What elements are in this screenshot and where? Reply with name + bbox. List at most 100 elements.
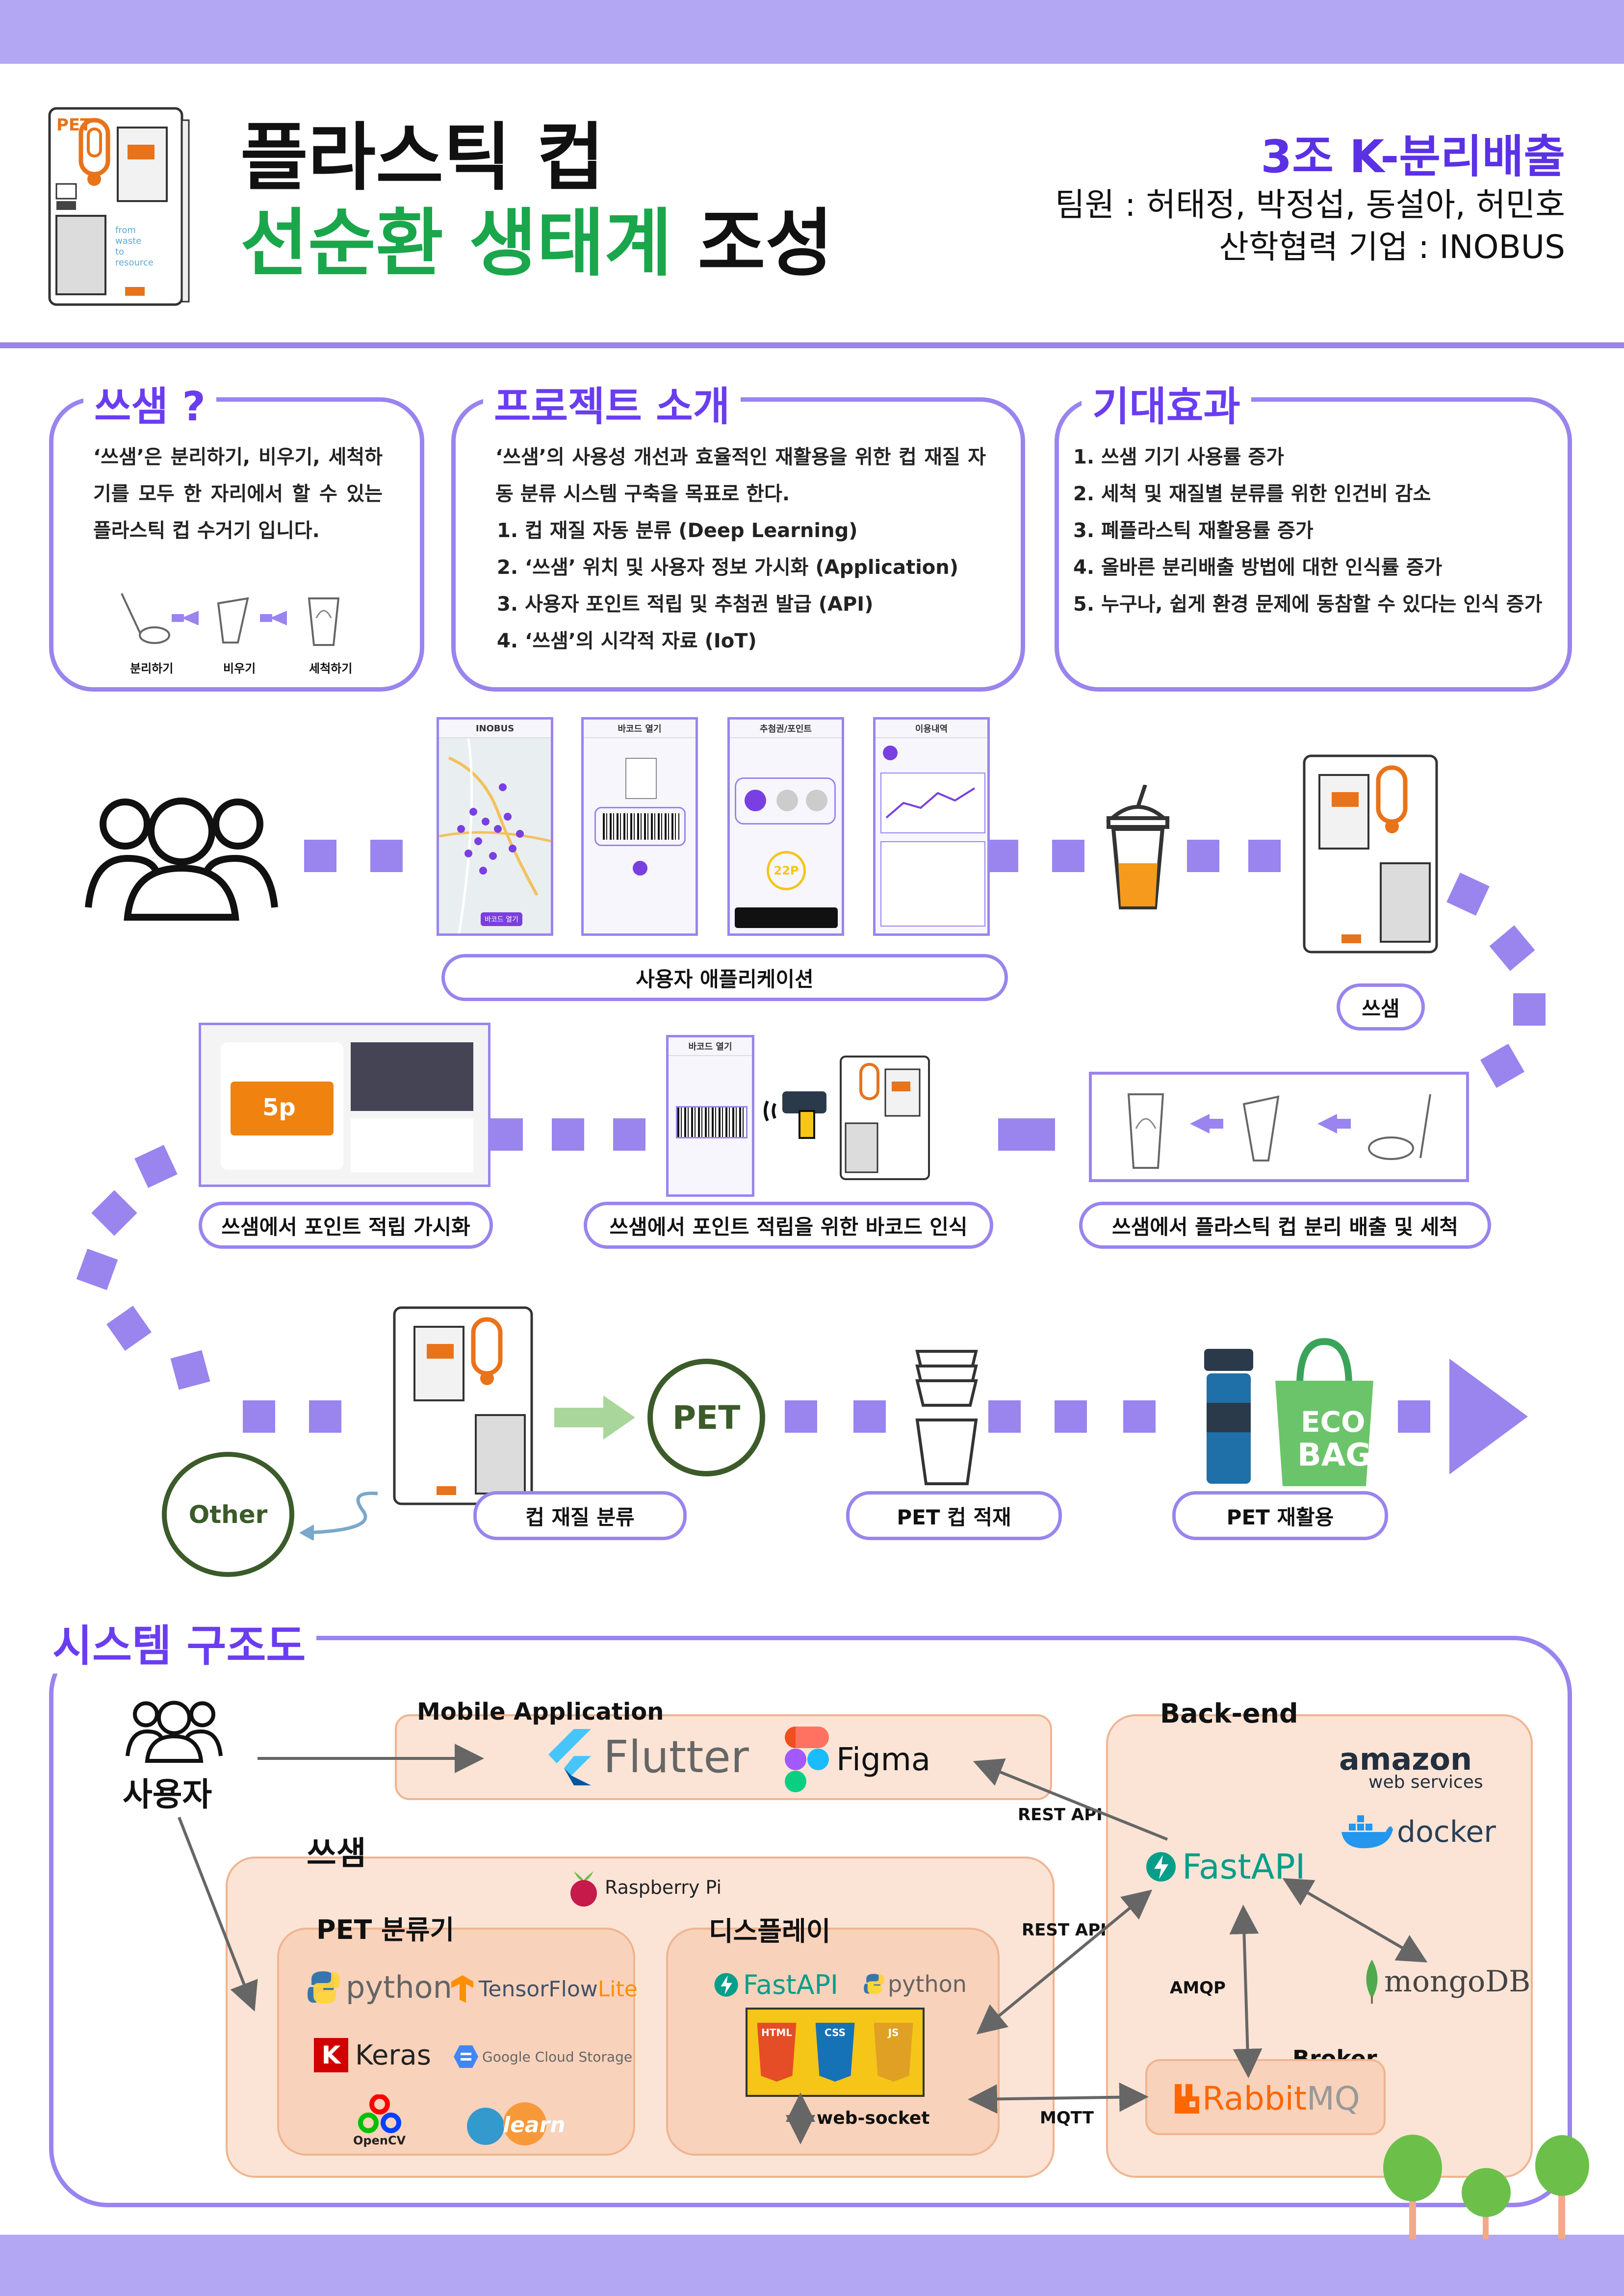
tree-icon [1533, 2134, 1592, 2241]
card-about-steps: 분리하기 비우기 세척하기 [113, 589, 368, 677]
rabbit-mq-text: MQ [1306, 2080, 1360, 2117]
phone-history-title: 이용내역 [876, 720, 987, 738]
bottom-band [0, 2235, 1624, 2296]
system-title: 시스템 구조도 [42, 1611, 317, 1674]
drink-cup-icon [1101, 784, 1175, 914]
js-icon: JS [874, 2023, 913, 2082]
path-dot [853, 1400, 886, 1433]
path-dot [613, 1118, 645, 1151]
sseusaem-machine-small [839, 1055, 932, 1184]
svg-text:resource: resource [115, 258, 154, 268]
flutter-text: Flutter [603, 1731, 749, 1783]
phone-points-value: 22P [767, 851, 806, 890]
wash-illustration [1089, 1072, 1469, 1182]
raspberry-text: Raspberry Pi [605, 1876, 722, 1898]
python-text-sorter: python [346, 1969, 452, 2005]
websocket-label: web-socket [817, 2108, 930, 2128]
phone-barcode [594, 807, 686, 846]
keras-icon: K [314, 2038, 348, 2072]
card-effects-body: 쓰샘 기기 사용률 증가 세척 및 재질별 분류를 위한 인건비 감소 폐플라스… [1072, 439, 1543, 623]
path-dot [986, 840, 1018, 872]
phone-raffle-screen: 추첨권/포인트 22P [727, 717, 844, 936]
raspberry-pi-logo: Raspberry Pi [567, 1866, 722, 1908]
tree-icon [1459, 2168, 1513, 2241]
rabbitmq-logo: Rabbit MQ [1175, 2080, 1360, 2117]
docker-logo: docker [1339, 1815, 1496, 1849]
sseusaem-machine-right [1292, 753, 1440, 959]
project-item: ‘쓰샘’의 시각적 자료 (IoT) [525, 623, 986, 660]
phone-barcode-small: 바코드 열기 [666, 1035, 754, 1197]
title-line-2-black: 조성 [697, 201, 833, 286]
effect-item: 올바른 분리배출 방법에 대한 인식률 증가 [1101, 549, 1543, 586]
pet-circle: PET [647, 1359, 765, 1476]
pet-sorter-label: PET 분류기 [316, 1914, 455, 1945]
path-dot [1513, 993, 1546, 1026]
title-line-1: 플라스틱 컵 [240, 115, 605, 201]
other-arrow [294, 1486, 392, 1542]
points-value: 5p [262, 1094, 296, 1121]
python-logo-display: python [863, 1971, 967, 1997]
card-effects-list: 쓰샘 기기 사용률 증가 세척 및 재질별 분류를 위한 인건비 감소 폐플라스… [1072, 439, 1543, 623]
points-display-screen: 5p [199, 1023, 490, 1187]
card-project-title: 프로젝트 소개 [483, 374, 741, 432]
phone-map-title: INOBUS [439, 720, 551, 738]
path-dot [1055, 1400, 1087, 1433]
js-text: JS [888, 2027, 899, 2038]
arrow-fastapi-mongodb [1282, 1878, 1428, 1963]
card-project-intro: ‘쓰샘’의 사용성 개선과 효율적인 재활용을 위한 컵 재질 자동 분류 시스… [495, 446, 986, 505]
page-title: 플라스틱 컵 선순환 생태계 조성 [240, 115, 833, 287]
path-dot [304, 840, 336, 872]
gcs-text: Google Cloud Storage [482, 2048, 633, 2065]
python-text-display: python [888, 1971, 967, 1997]
phone-barcode-title: 바코드 열기 [584, 720, 696, 738]
mongodb-logo: mongoDB [1364, 1960, 1530, 2004]
path-arrow-end [1449, 1359, 1528, 1474]
opencv-logo: OpenCV [353, 2094, 406, 2147]
team-partner: 산학협력 기업 : INOBUS [1219, 228, 1565, 266]
tumbler-icon [1199, 1346, 1258, 1491]
header-machine-illustration: from waste to resource PET [47, 105, 194, 311]
sseusaem-system-label: 쓰샘 [307, 1834, 366, 1872]
sklearn-logo: learn [466, 2102, 566, 2146]
path-dot [1123, 1400, 1156, 1433]
effect-item: 폐플라스틱 재활용률 증가 [1101, 513, 1543, 549]
card-effects [1055, 397, 1572, 692]
system-frame [49, 1636, 1572, 2207]
team-info: 3조 K-분리배출 팀원 : 허태정, 박정섭, 동설아, 허민호 산학협력 기… [1055, 130, 1565, 268]
team-name: 3조 K-분리배출 [1261, 130, 1565, 183]
classify-label: 컵 재질 분류 [473, 1491, 687, 1540]
rabbit-text: Rabbit [1202, 2080, 1307, 2117]
fastapi-text-display: FastAPI [743, 1969, 838, 2000]
path-dot [988, 1400, 1021, 1433]
path-dot [243, 1400, 275, 1433]
effect-item: 쓰샘 기기 사용률 증가 [1101, 439, 1543, 476]
figma-logo: Figma [785, 1727, 930, 1793]
path-dot [552, 1118, 584, 1151]
html-text: HTML [761, 2027, 793, 2038]
header-machine-pet-label: PET [56, 115, 92, 135]
barcode-scanner-icon [763, 1082, 831, 1142]
team-members: 팀원 : 허태정, 박정섭, 동설아, 허민호 [1055, 186, 1565, 224]
effect-item: 세척 및 재질별 분류를 위한 인건비 감소 [1101, 476, 1543, 513]
card-project-list: 컵 재질 자동 분류 (Deep Learning) ‘쓰샘’ 위치 및 사용자… [495, 513, 986, 660]
title-line-2: 선순환 생태계 조성 [240, 201, 833, 287]
arrow-fastapi-to-figma [973, 1758, 1168, 1841]
path-dot [1398, 1400, 1430, 1433]
svg-text:waste: waste [115, 236, 141, 246]
step-empty: 비우기 [223, 662, 256, 675]
cup-stack-icon [912, 1346, 981, 1491]
arrow-fastapi-rabbitmq [1229, 1905, 1263, 2078]
wash-label: 쓰샘에서 플라스틱 컵 분리 배출 및 세척 [1079, 1202, 1491, 1249]
arrow-display-rabbitmq [968, 2082, 1149, 2114]
mobile-app-box [395, 1714, 1052, 1800]
top-band [0, 0, 1624, 64]
svg-text:from: from [115, 225, 136, 235]
fastapi-logo-display: FastAPI [714, 1969, 838, 2000]
ecobag-text-2: BAG [1297, 1437, 1371, 1473]
effect-item: 누구나, 쉽게 환경 문제에 동참할 수 있다는 인식 증가 [1101, 586, 1543, 623]
header-divider [0, 342, 1624, 348]
users-icon [83, 785, 280, 924]
amazon-text: amazon [1339, 1741, 1472, 1777]
step-separate: 분리하기 [130, 662, 174, 675]
path-dot [1187, 840, 1219, 872]
